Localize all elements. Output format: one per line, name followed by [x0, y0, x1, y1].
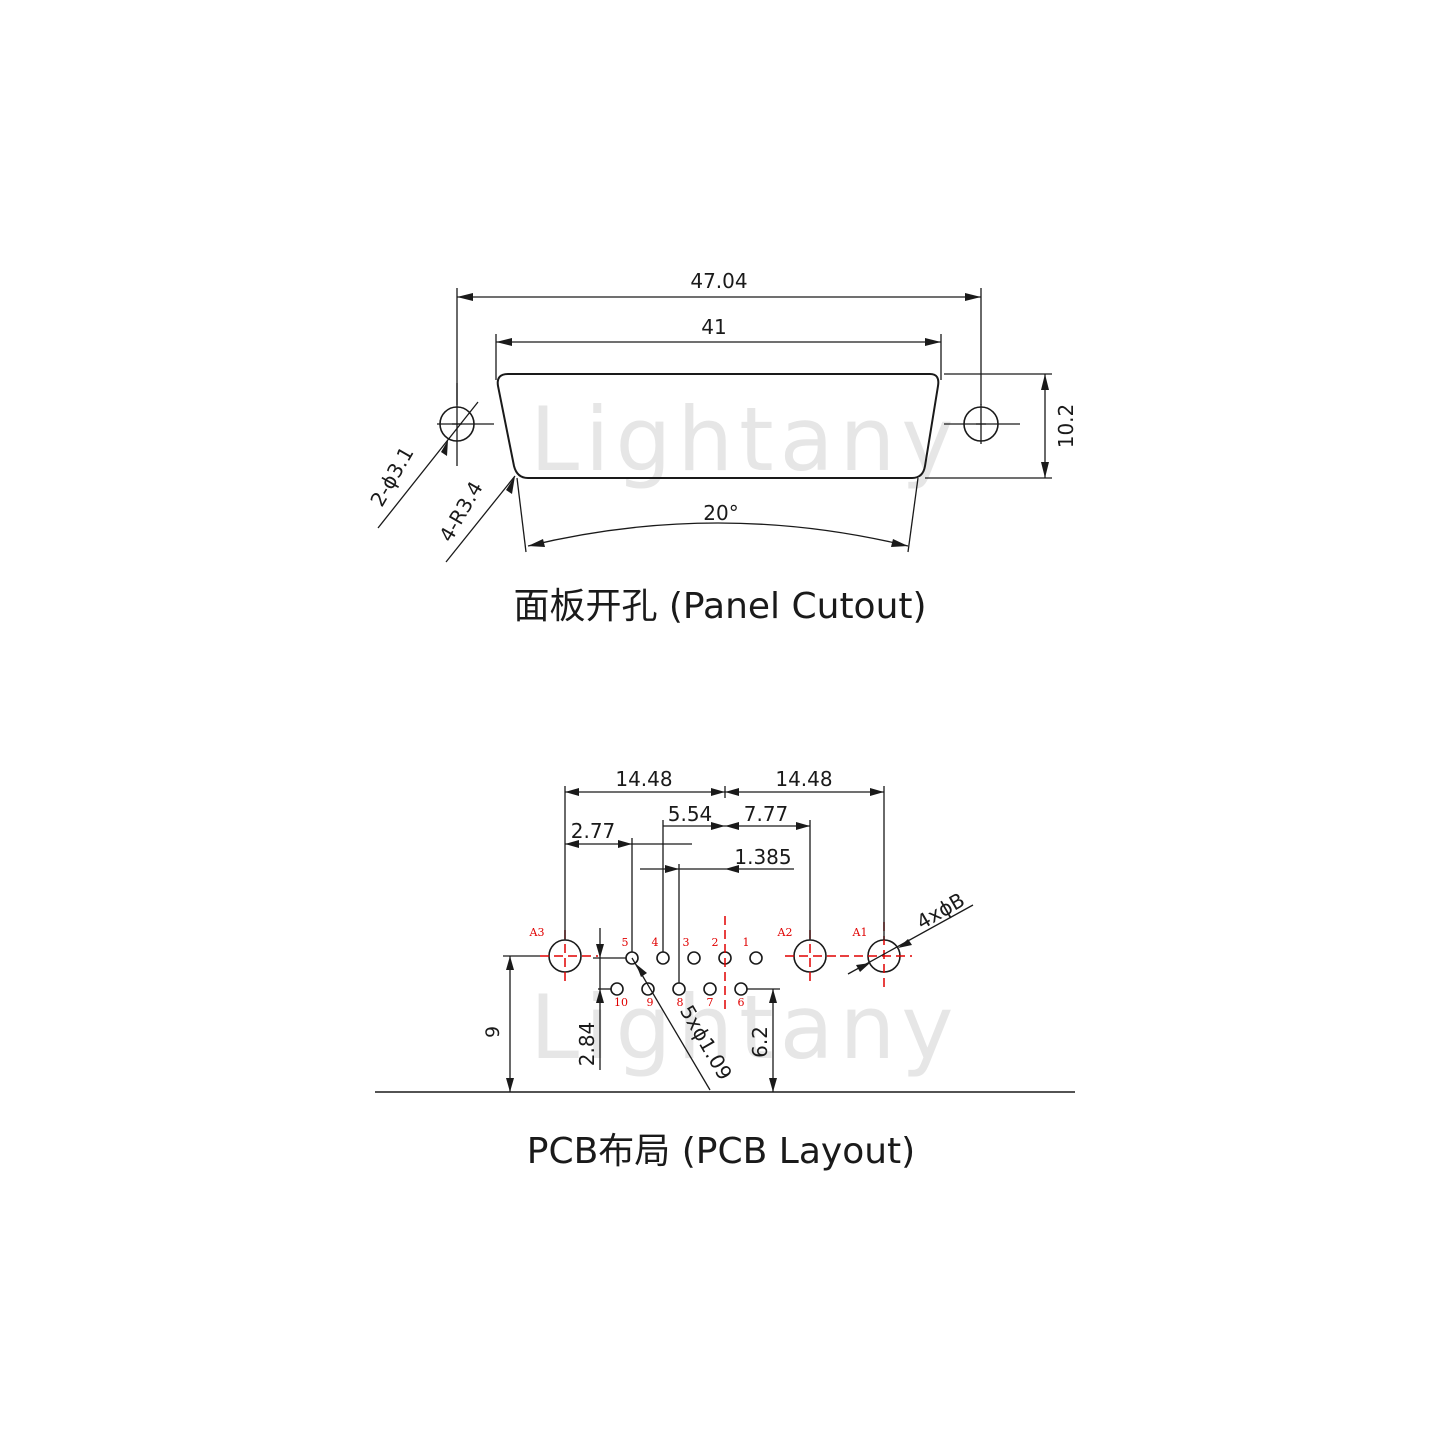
- mount-hole-a1: [840, 922, 912, 992]
- dim-2-77-label: 2.77: [571, 819, 616, 843]
- dim-body-width: 41: [495, 315, 942, 380]
- dim-2-84: 2.84: [575, 928, 626, 1070]
- dim-overall-width: 47.04: [456, 269, 982, 405]
- mount-hole-a3: [540, 930, 598, 982]
- pin-label-4: 4: [652, 936, 659, 949]
- dim-left-span-label: 14.48: [615, 767, 672, 791]
- pin-label-1: 1: [743, 936, 750, 949]
- dim-4xB-label: 4xϕB: [912, 888, 969, 935]
- dim-angle: 20°: [516, 477, 919, 553]
- pin-label-2: 2: [712, 936, 719, 949]
- dim-7-77-label: 7.77: [744, 802, 789, 826]
- pin-label-8: 8: [677, 996, 684, 1009]
- dim-9: 9: [482, 955, 540, 1092]
- panel-cutout-caption: 面板开孔 (Panel Cutout): [513, 586, 926, 627]
- mount-hole-a2: [785, 930, 840, 982]
- pin-label-5: 5: [622, 936, 629, 949]
- pin-label-9: 9: [647, 996, 654, 1009]
- d-sub-cutout-outline: [496, 373, 940, 479]
- dim-corner-radius: 4-R3.4: [434, 475, 516, 563]
- mount-label-a3: A3: [529, 926, 545, 939]
- pin-label-7: 7: [707, 996, 714, 1009]
- dim-1-385-label: 1.385: [734, 845, 791, 869]
- dim-height: 10.2: [925, 373, 1078, 479]
- dim-1-385: 1.385: [640, 845, 794, 983]
- dim-body-width-label: 41: [701, 315, 726, 339]
- signal-pins-bottom-row: [610, 982, 748, 996]
- panel-cutout-drawing: 47.04 41 10.2 20°: [365, 269, 1078, 627]
- dim-14-48: 14.48 14.48: [564, 767, 885, 940]
- watermark-top: Lightany: [530, 388, 959, 491]
- dim-5-54-and-7-77: 5.54 7.77: [662, 802, 811, 952]
- pin-label-6: 6: [738, 996, 745, 1009]
- dim-height-label: 10.2: [1054, 404, 1078, 449]
- left-mounting-hole: [437, 383, 494, 466]
- dim-9-label: 9: [482, 1026, 504, 1038]
- pcb-layout-caption: PCB布局 (PCB Layout): [527, 1131, 915, 1172]
- dim-right-span-label: 14.48: [775, 767, 832, 791]
- mount-label-a2: A2: [777, 926, 793, 939]
- dim-6-2-label: 6.2: [748, 1026, 772, 1058]
- pin-label-10: 10: [614, 996, 628, 1009]
- dim-5-54-label: 5.54: [668, 802, 713, 826]
- dim-angle-label: 20°: [703, 501, 738, 525]
- right-mounting-hole: [944, 404, 1020, 444]
- dim-2-77: 2.77: [565, 819, 692, 952]
- dim-corner-radius-label: 4-R3.4: [434, 477, 488, 546]
- mount-label-a1: A1: [852, 926, 868, 939]
- pin-label-3: 3: [683, 936, 690, 949]
- dim-2-84-label: 2.84: [575, 1022, 599, 1067]
- signal-pins-top-row: [625, 951, 763, 965]
- dim-overall-width-label: 47.04: [690, 269, 747, 293]
- dim-hole-diameter-label: 2-ϕ3.1: [365, 442, 418, 510]
- pcb-layout-drawing: A3 A2 A1 5 4 3 2 1 10 9 8 7 6: [375, 767, 1075, 1172]
- dim-6-2: 6.2: [747, 988, 780, 1092]
